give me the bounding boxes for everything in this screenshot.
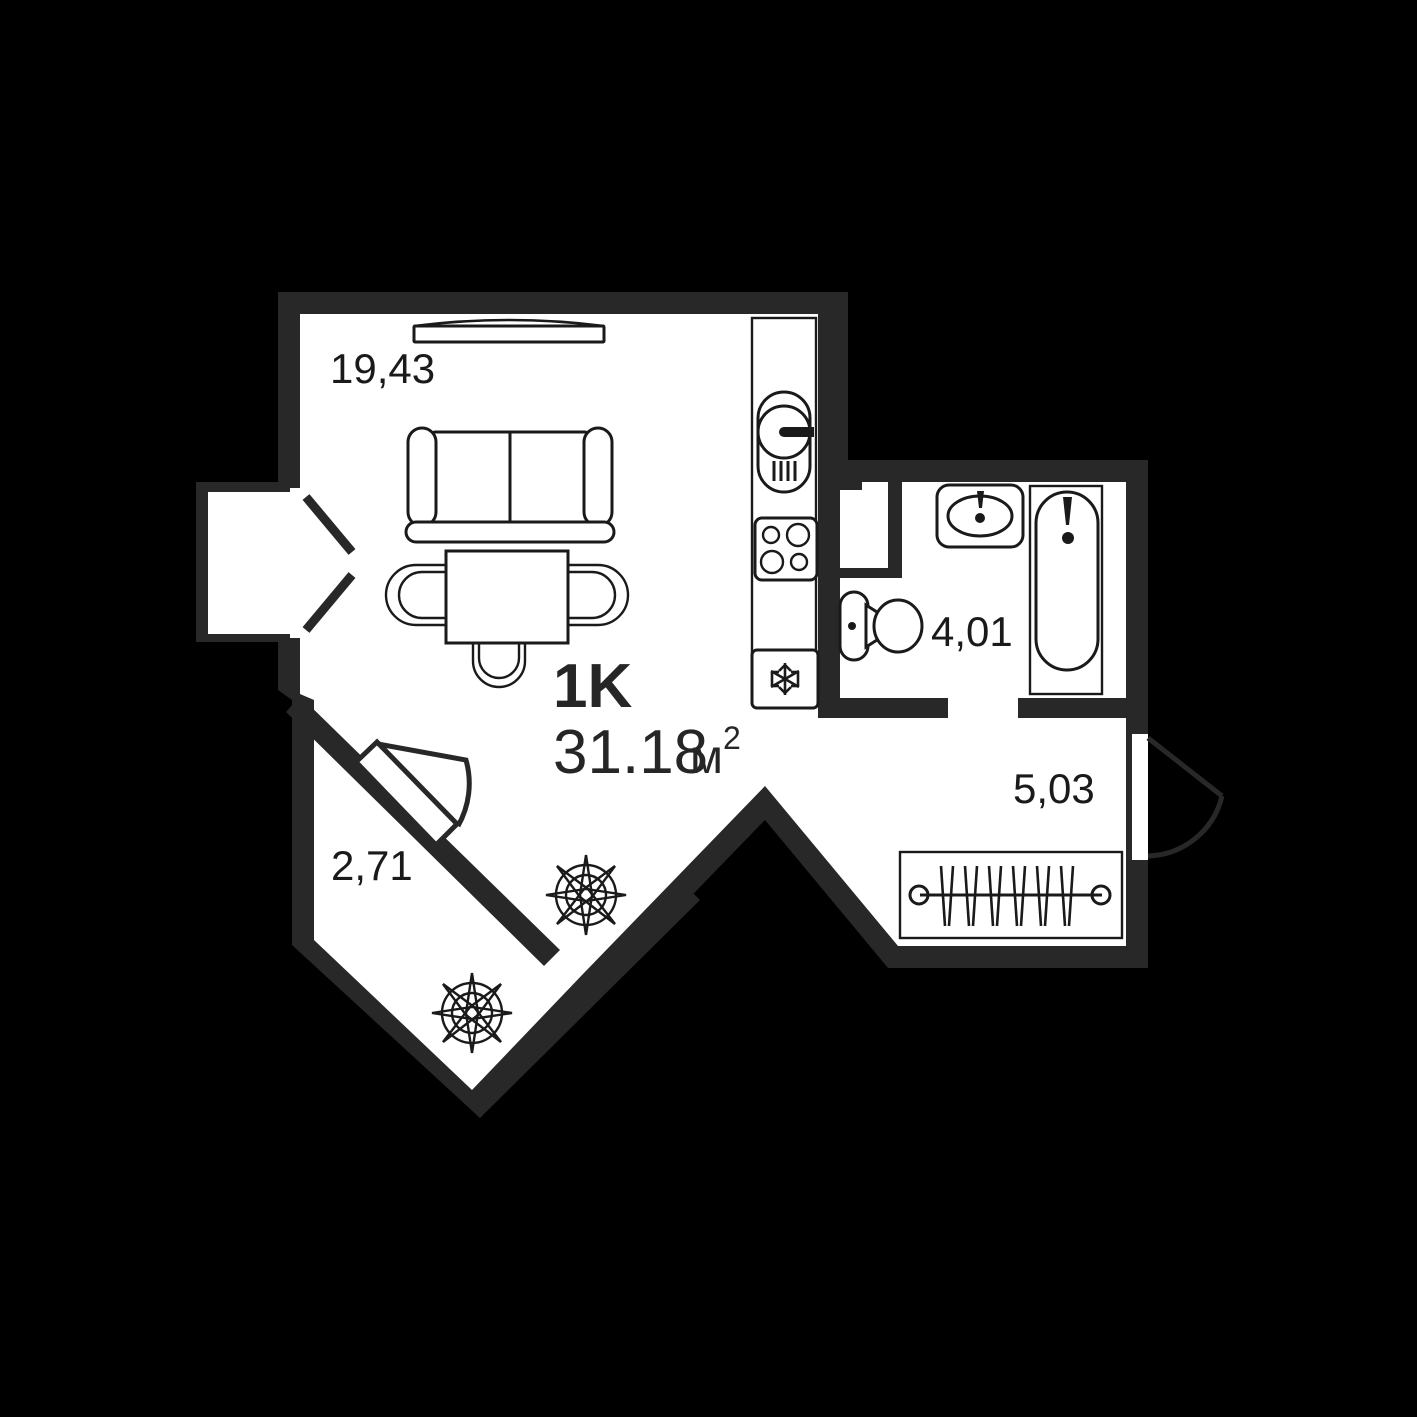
sink-drain-board	[772, 461, 797, 481]
area-label-right-room: 5,03	[1013, 765, 1095, 812]
compass-rose-upper	[545, 854, 627, 936]
apartment-type-label: 1K	[553, 652, 632, 721]
door-swing-arc-right	[1147, 795, 1225, 859]
compass-upper-ring	[554, 863, 618, 927]
stove-burner-2	[785, 522, 811, 548]
chair-right	[568, 563, 630, 627]
compass-upper-points	[545, 854, 627, 936]
window-leaf-lower	[302, 572, 356, 633]
toilet	[838, 590, 924, 662]
kitchen-sink	[756, 390, 814, 494]
bathtub	[1028, 484, 1104, 696]
left-balcony-floor	[208, 492, 294, 634]
entrance-door-hallway[interactable]	[352, 738, 472, 849]
partition-bathroom-bottom-left	[818, 698, 948, 718]
door-leaf-right-upper	[1146, 736, 1224, 798]
sofa	[404, 426, 616, 544]
compass-lower-inner-ring	[450, 991, 494, 1035]
washbasin	[935, 483, 1025, 549]
wardrobe-rail-end-right	[1090, 884, 1112, 906]
compass-lower-ring	[440, 981, 504, 1045]
bathtub-faucet	[1063, 497, 1072, 525]
total-area-unit-superscript: 2	[723, 720, 741, 756]
washbasin-faucet	[977, 491, 984, 508]
right-room-fixtures	[898, 850, 1124, 940]
area-label-hallway: 2,71	[331, 842, 413, 889]
sofa-front-rail	[404, 520, 616, 544]
wardrobe-box	[898, 850, 1124, 940]
chair-left	[384, 563, 446, 627]
partition-bathroom-niche-top	[840, 482, 862, 490]
stove-burner-1	[761, 525, 781, 545]
wardrobe-rail-end-left	[908, 884, 930, 906]
compass-lower-points	[431, 972, 513, 1054]
plan-title-block: 1K 31.18 м 2	[553, 652, 741, 787]
window-sash-left	[290, 488, 306, 638]
sofa-armrest-left	[406, 426, 438, 528]
sink-faucet	[784, 427, 814, 437]
toilet-bowl	[872, 598, 924, 654]
door-jamb-right	[1132, 734, 1148, 860]
chair-left-back-inner	[397, 570, 446, 620]
stove-top	[753, 516, 819, 582]
partition-bathroom-niche-bottom	[840, 568, 902, 578]
stove-burner-4	[789, 552, 809, 572]
chair-bottom-back-outer	[471, 643, 527, 689]
wardrobe-hangers	[939, 865, 1075, 927]
compass-upper-inner-ring	[564, 873, 608, 917]
curtain-drape-curve	[413, 318, 605, 328]
partition-bathroom-left	[818, 482, 840, 698]
chair-bottom-back-inner	[477, 643, 521, 680]
kitchen-fixtures	[750, 316, 820, 710]
bathroom-doorway-gap	[948, 698, 1018, 718]
window-curtain	[412, 318, 606, 344]
refrigerator	[750, 648, 820, 710]
right-exit-door[interactable]	[1132, 734, 1225, 860]
wardrobe-rail	[898, 850, 1124, 940]
bathtub-surround	[1028, 484, 1104, 696]
bathroom-fixtures	[838, 483, 1104, 696]
window-leaf-upper	[302, 494, 356, 555]
snowflake-icon	[770, 663, 800, 695]
partition-bathroom-bottom-right	[1018, 698, 1126, 718]
bathtub-drain	[1062, 532, 1074, 544]
sofa-armrest-right	[582, 426, 614, 528]
stove-burner-3	[759, 549, 785, 575]
chair-right-back-inner	[568, 570, 617, 620]
curtain-band	[412, 324, 606, 344]
area-label-living-kitchen: 19,43	[330, 345, 435, 392]
compass-rose-lower	[431, 972, 513, 1054]
hallway-decor	[431, 854, 627, 1054]
area-labels: 19,43 4,01 5,03 2,71	[330, 345, 1095, 889]
chair-bottom	[471, 643, 527, 689]
total-area-unit: м	[690, 731, 723, 784]
total-area-value: 31.18	[553, 718, 708, 787]
kitchen-stove	[753, 516, 819, 582]
toilet-cistern-dot	[848, 622, 856, 630]
balcony-window-left[interactable]	[290, 488, 356, 638]
partition-bathroom-niche	[888, 482, 902, 576]
washbasin-drain	[975, 513, 985, 523]
living-room-fixtures	[384, 318, 630, 689]
sink-basin-outline	[756, 390, 812, 494]
area-label-bathroom: 4,01	[931, 608, 1013, 655]
openings	[290, 488, 1225, 860]
bathtub-basin	[1034, 490, 1100, 672]
chair-left-back-outer	[384, 563, 446, 627]
dining-table	[444, 549, 570, 645]
partition-kitchen-bathroom-upper	[818, 314, 840, 482]
chair-right-back-outer	[568, 563, 630, 627]
door-swing-arc-entrance	[377, 741, 472, 828]
